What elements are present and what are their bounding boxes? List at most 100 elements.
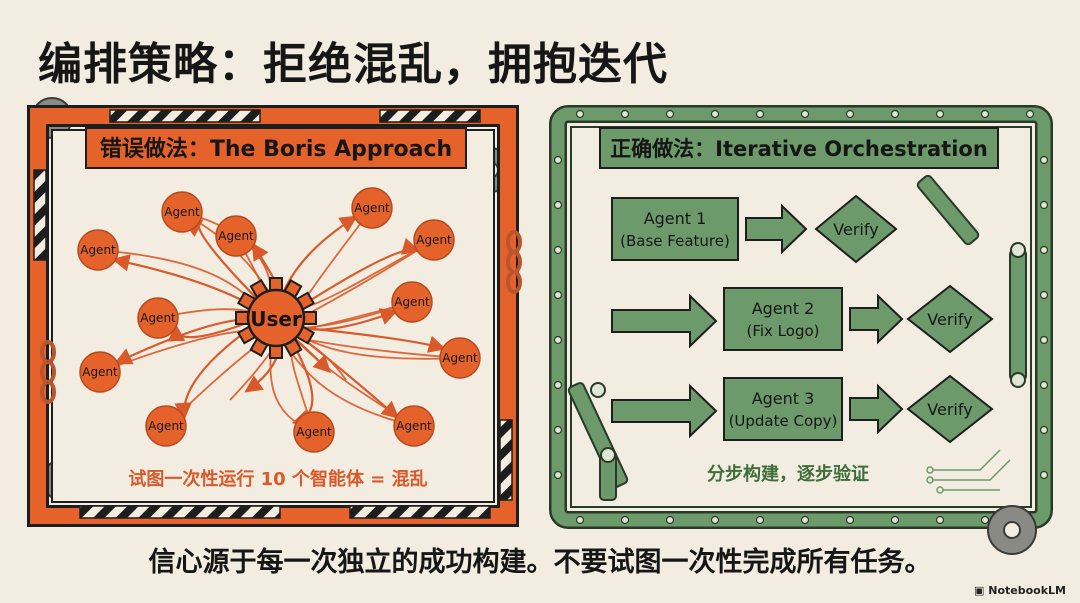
bottom-statement: 信心源于每一次独立的成功构建。不要试图一次性完成所有任务。 [148, 547, 932, 578]
rivet [553, 380, 563, 390]
step-row-3: Agent 3 (Update Copy) Verify [611, 374, 994, 444]
agent-label: Agent [148, 419, 184, 433]
user-label: User [250, 307, 302, 331]
rivet [1039, 155, 1049, 165]
notebook-icon: ▣ [974, 584, 989, 597]
gear-tooth [294, 291, 316, 312]
rivet [710, 515, 720, 525]
rivet [800, 515, 810, 525]
user-gear: User [235, 277, 317, 359]
tangled-arrow [181, 211, 435, 311]
rivet [620, 109, 630, 119]
gear-tooth [236, 291, 258, 312]
page-title: 编排策略：拒绝混乱，拥抱迭代 [38, 39, 668, 90]
right-panel: 正确做法：Iterative Orchestration Agent 1 (Ba… [549, 105, 1053, 555]
rivet [1039, 290, 1049, 300]
rivet [755, 109, 765, 119]
rivet [755, 515, 765, 525]
gear-tooth [235, 311, 251, 325]
rivet [1039, 470, 1049, 480]
agent-node: Agent [77, 229, 119, 271]
agent-label: Agent [82, 365, 118, 379]
rivet [553, 425, 563, 435]
step-1-agent: Agent 1 [644, 209, 707, 228]
agent-node: Agent [161, 191, 203, 233]
circuit-lines [926, 449, 1011, 494]
rivet [980, 109, 990, 119]
agent-label: Agent [218, 229, 254, 243]
agent-node: Agent [137, 297, 179, 339]
gear-tooth [301, 311, 317, 325]
gear-icon [31, 97, 513, 501]
rivet [1039, 200, 1049, 210]
tangled-arrow [244, 310, 283, 393]
gear-tooth [294, 324, 316, 345]
rivet [1039, 380, 1049, 390]
tangled-arrow [184, 219, 267, 309]
tangled-arrow [165, 239, 435, 427]
rivet [553, 290, 563, 300]
step-row-1: Agent 1 (Base Feature) Verify [611, 194, 898, 264]
brand-text: NotebookLM [988, 584, 1066, 597]
rivet [890, 109, 900, 119]
step-1-verify: Verify [833, 220, 878, 239]
step-2-agent: Agent 2 [752, 299, 815, 318]
agent-node: Agent [293, 411, 335, 453]
rivet [1025, 109, 1035, 119]
tangled-arrow [251, 242, 288, 311]
gear-tooth [269, 343, 283, 359]
tangled-arrow [235, 235, 415, 427]
tangled-arrows [97, 207, 461, 433]
tangled-arrow [111, 254, 274, 320]
agent-label: Agent [296, 425, 332, 439]
gear-tooth [249, 336, 270, 358]
tangled-arrow [181, 211, 315, 433]
rivet [665, 109, 675, 119]
tangled-arrow [268, 318, 332, 374]
rivet [980, 515, 990, 525]
rivet [935, 515, 945, 525]
rivet [575, 109, 585, 119]
left-caption: 试图一次性运行 10 个智能体 = 混乱 [128, 468, 427, 490]
agent-node: Agent [393, 405, 435, 447]
rivet [890, 515, 900, 525]
rivet [710, 109, 720, 119]
rivet [800, 109, 810, 119]
rivet [1039, 245, 1049, 255]
rivet [575, 515, 585, 525]
tangled-arrow [97, 249, 415, 427]
agent-node: Agent [79, 351, 121, 393]
tangled-arrow [229, 301, 413, 401]
rivet [1039, 425, 1049, 435]
agent-node: Agent [413, 219, 455, 261]
step-3-verify: Verify [927, 400, 972, 419]
gear-tooth [282, 278, 303, 300]
right-caption: 分步构建，逐步验证 [707, 463, 869, 485]
agent-node: Agent [391, 281, 433, 323]
tangled-arrow [99, 301, 413, 373]
left-heading: 错误做法：The Boris Approach [100, 136, 452, 162]
rivet [845, 515, 855, 525]
rivet [553, 200, 563, 210]
tangled-arrow [274, 323, 447, 353]
gear-tooth [249, 278, 270, 300]
rivet [553, 245, 563, 255]
rivet [935, 109, 945, 119]
step-3-agent: Agent 3 [752, 389, 815, 408]
tangled-arrow [267, 313, 400, 419]
agent-label: Agent [416, 233, 452, 247]
tangled-arrow [174, 311, 275, 421]
tangled-arrow [304, 338, 461, 381]
gear-tooth [236, 324, 258, 345]
tangled-arrow [274, 215, 358, 319]
agent-node: Agent [439, 337, 481, 379]
tangled-arrow [280, 322, 314, 427]
rivet [553, 155, 563, 165]
agent-label: Agent [140, 311, 176, 325]
rivet [665, 515, 675, 525]
rivet [553, 470, 563, 480]
step-1-task: (Base Feature) [620, 232, 730, 250]
left-panel: 错误做法：The Boris Approach AgentAgentAgentA… [27, 97, 522, 527]
agent-label: Agent [164, 205, 200, 219]
step-2-verify: Verify [927, 310, 972, 329]
